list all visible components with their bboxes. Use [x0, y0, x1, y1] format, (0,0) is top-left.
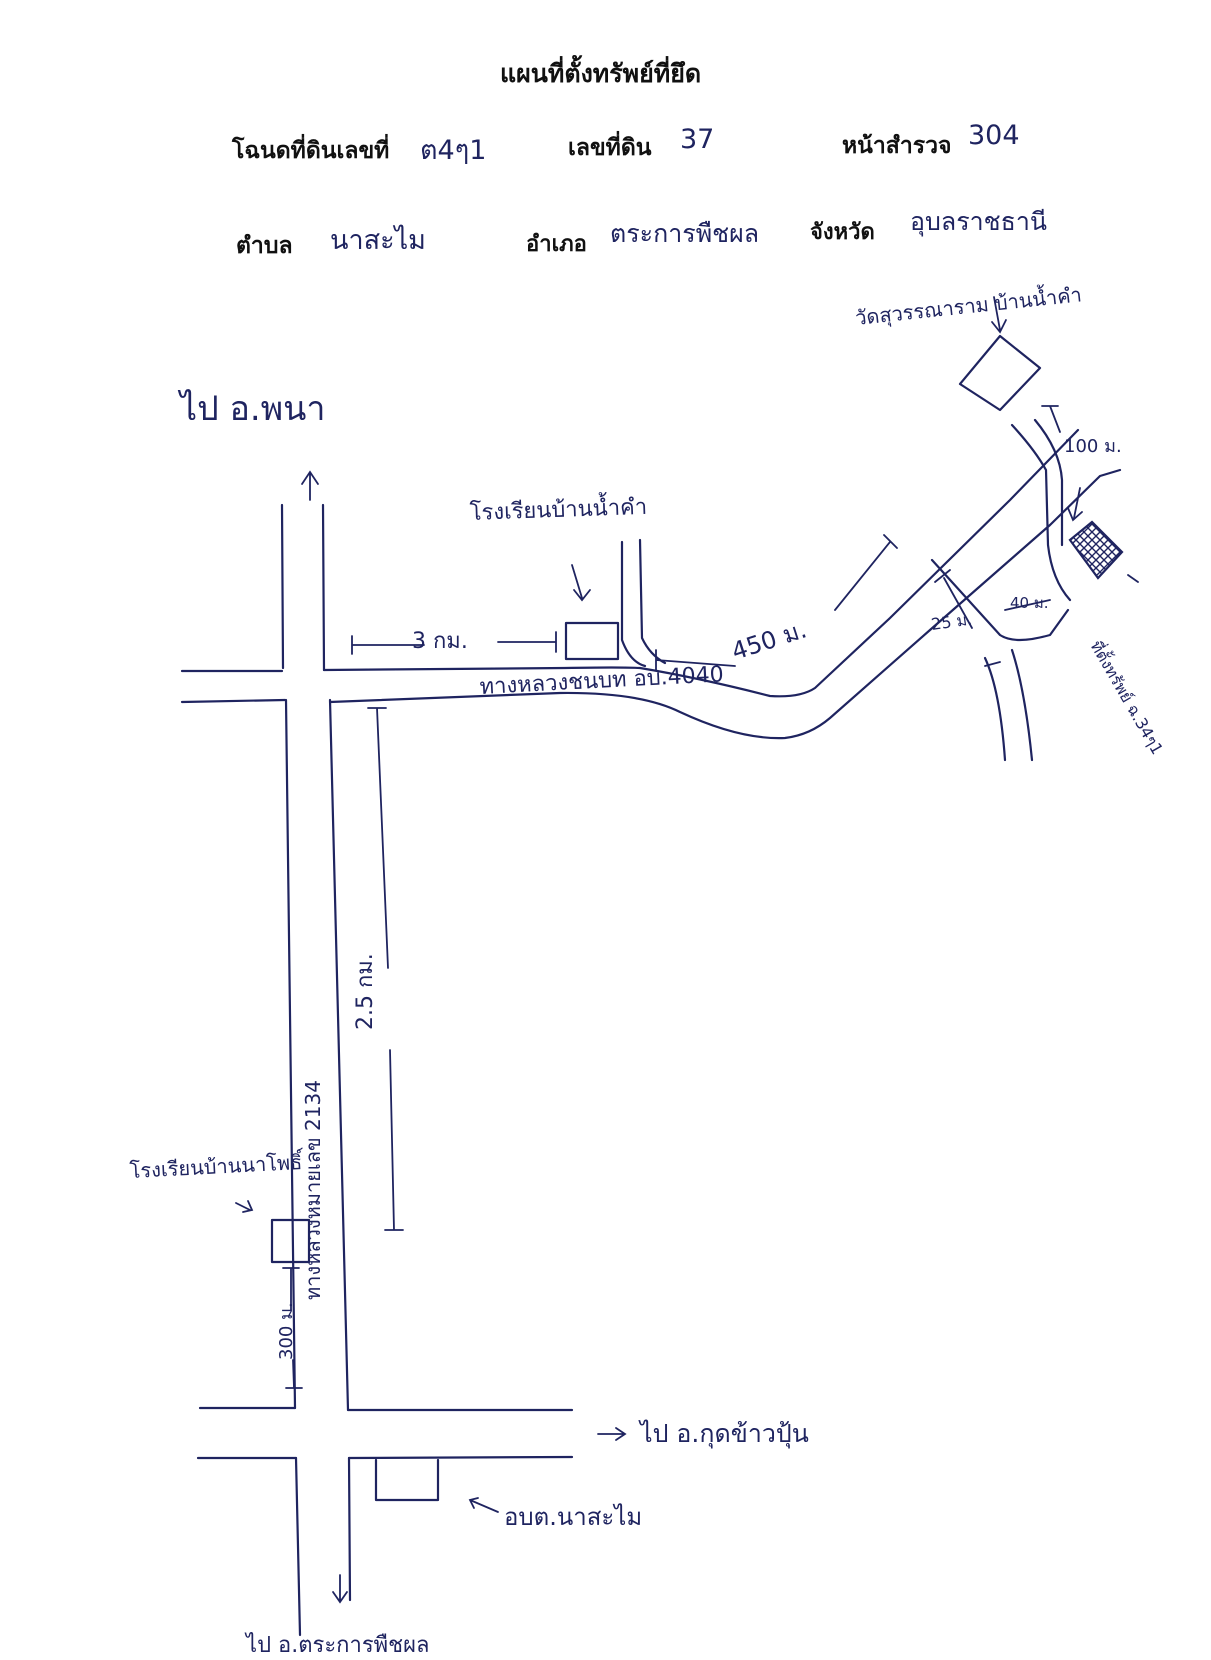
- label-highway-2134: ทางหลวงหมายเลข 2134: [301, 1080, 325, 1300]
- dim-450m: [655, 649, 736, 671]
- label-450m: 450 ม.: [728, 615, 810, 665]
- temple-building: [958, 334, 1042, 412]
- school-road-left-edge: [620, 540, 647, 668]
- survey-page-label: หน้าสำรวจ: [842, 132, 952, 159]
- district-value: ตระการพืชผล: [610, 219, 760, 248]
- label-2-5km: 2.5 กม.: [353, 953, 378, 1030]
- arrow-sao-icon: [468, 1497, 499, 1513]
- top-crossroad-left-lower: [180, 698, 287, 704]
- lane-inner: [930, 558, 1070, 642]
- arrow-south-icon: [332, 1574, 348, 1604]
- survey-page-value: 304: [968, 120, 1020, 151]
- label-300m: 300 ม.: [276, 1302, 297, 1360]
- label-to-trakan: ไป อ.ตระการพืชผล: [244, 1632, 429, 1658]
- dim-3km-left: [351, 635, 425, 655]
- arrow-school-icon: [571, 564, 591, 602]
- label-40m: 40 ม.: [1010, 594, 1049, 612]
- right-road-right-edge: [1010, 648, 1034, 762]
- label-sao: อบต.นาสะไม: [504, 1503, 642, 1531]
- land-number-label: เลขที่ดิน: [568, 134, 652, 161]
- school-road-right-edge: [638, 538, 667, 665]
- district-label: อำเภอ: [526, 231, 587, 257]
- property-parcel: [1068, 520, 1124, 580]
- highway-2134-right-edge-mid: [328, 698, 350, 1412]
- highway-2134-right-edge-bottom: [347, 1456, 352, 1602]
- subdistrict-value: นาสะไม: [330, 225, 426, 256]
- sao-building: [374, 1458, 440, 1502]
- dim-2-5km: [367, 707, 404, 1231]
- dim-450m-upper: [834, 534, 898, 611]
- deed-label: โฉนดที่ดินเลขที่: [232, 137, 390, 164]
- label-to-phana: ไป อ.พนา: [177, 389, 325, 429]
- label-3km: 3 กม.: [412, 629, 468, 654]
- road-4040-lower-edge: [328, 468, 1122, 740]
- label-100m: 100 ม.: [1064, 436, 1122, 457]
- map-title: แผนที่ตั้งทรัพย์ที่ยึด: [500, 59, 702, 88]
- label-25m: 25 ม.: [930, 609, 973, 634]
- dim-100m: [1041, 405, 1061, 433]
- arrow-property-pointer-icon: [1127, 574, 1139, 583]
- dim-3km-right: [497, 631, 557, 653]
- highway-2134-left-edge-bottom: [294, 1456, 302, 1637]
- dim-25m: [934, 569, 1001, 667]
- highway-2134-left-edge-top: [280, 503, 285, 670]
- arrow-property-icon: [1067, 487, 1083, 522]
- arrow-temple-icon: [991, 296, 1007, 334]
- deed-value: ต4ๆ1: [420, 135, 487, 166]
- label-school-nabo: โรงเรียนบ้านนาโพธิ์: [129, 1147, 305, 1183]
- label-to-kut-khaopun: ไป อ.กุดข้าวปุ้น: [638, 1419, 809, 1449]
- land-number-value: 37: [680, 124, 715, 155]
- right-road-left-edge: [983, 656, 1007, 762]
- arrow-kut-khaopun-icon: [597, 1427, 627, 1441]
- province-value: อุบลราชธานี: [910, 207, 1048, 236]
- dim-40m: [1004, 599, 1051, 611]
- province-label: จังหวัด: [810, 219, 875, 245]
- lane-outer: [1010, 423, 1072, 602]
- dim-300m: [282, 1267, 303, 1389]
- arrow-nabo-icon: [235, 1200, 254, 1213]
- bottom-crossroad-right-lower: [347, 1455, 574, 1460]
- subdistrict-label: ตำบล: [236, 232, 293, 259]
- highway-2134-left-edge-mid: [284, 698, 297, 1410]
- label-school-namkham: โรงเรียนบ้านน้ำคำ: [469, 491, 647, 526]
- highway-2134-right-edge-top: [321, 503, 326, 672]
- label-temple: วัดสุวรรณาราม บ้านน้ำคำ: [854, 280, 1083, 331]
- arrow-north-icon: [301, 470, 319, 501]
- label-property: ที่ตั้งทรัพย์ ฉ.34ๆ1: [1087, 637, 1169, 758]
- lane-link: [1033, 418, 1064, 547]
- school-nabo-building: [270, 1218, 311, 1264]
- school-namkham-building: [564, 621, 620, 661]
- road-4040-upper-edge: [322, 428, 1080, 698]
